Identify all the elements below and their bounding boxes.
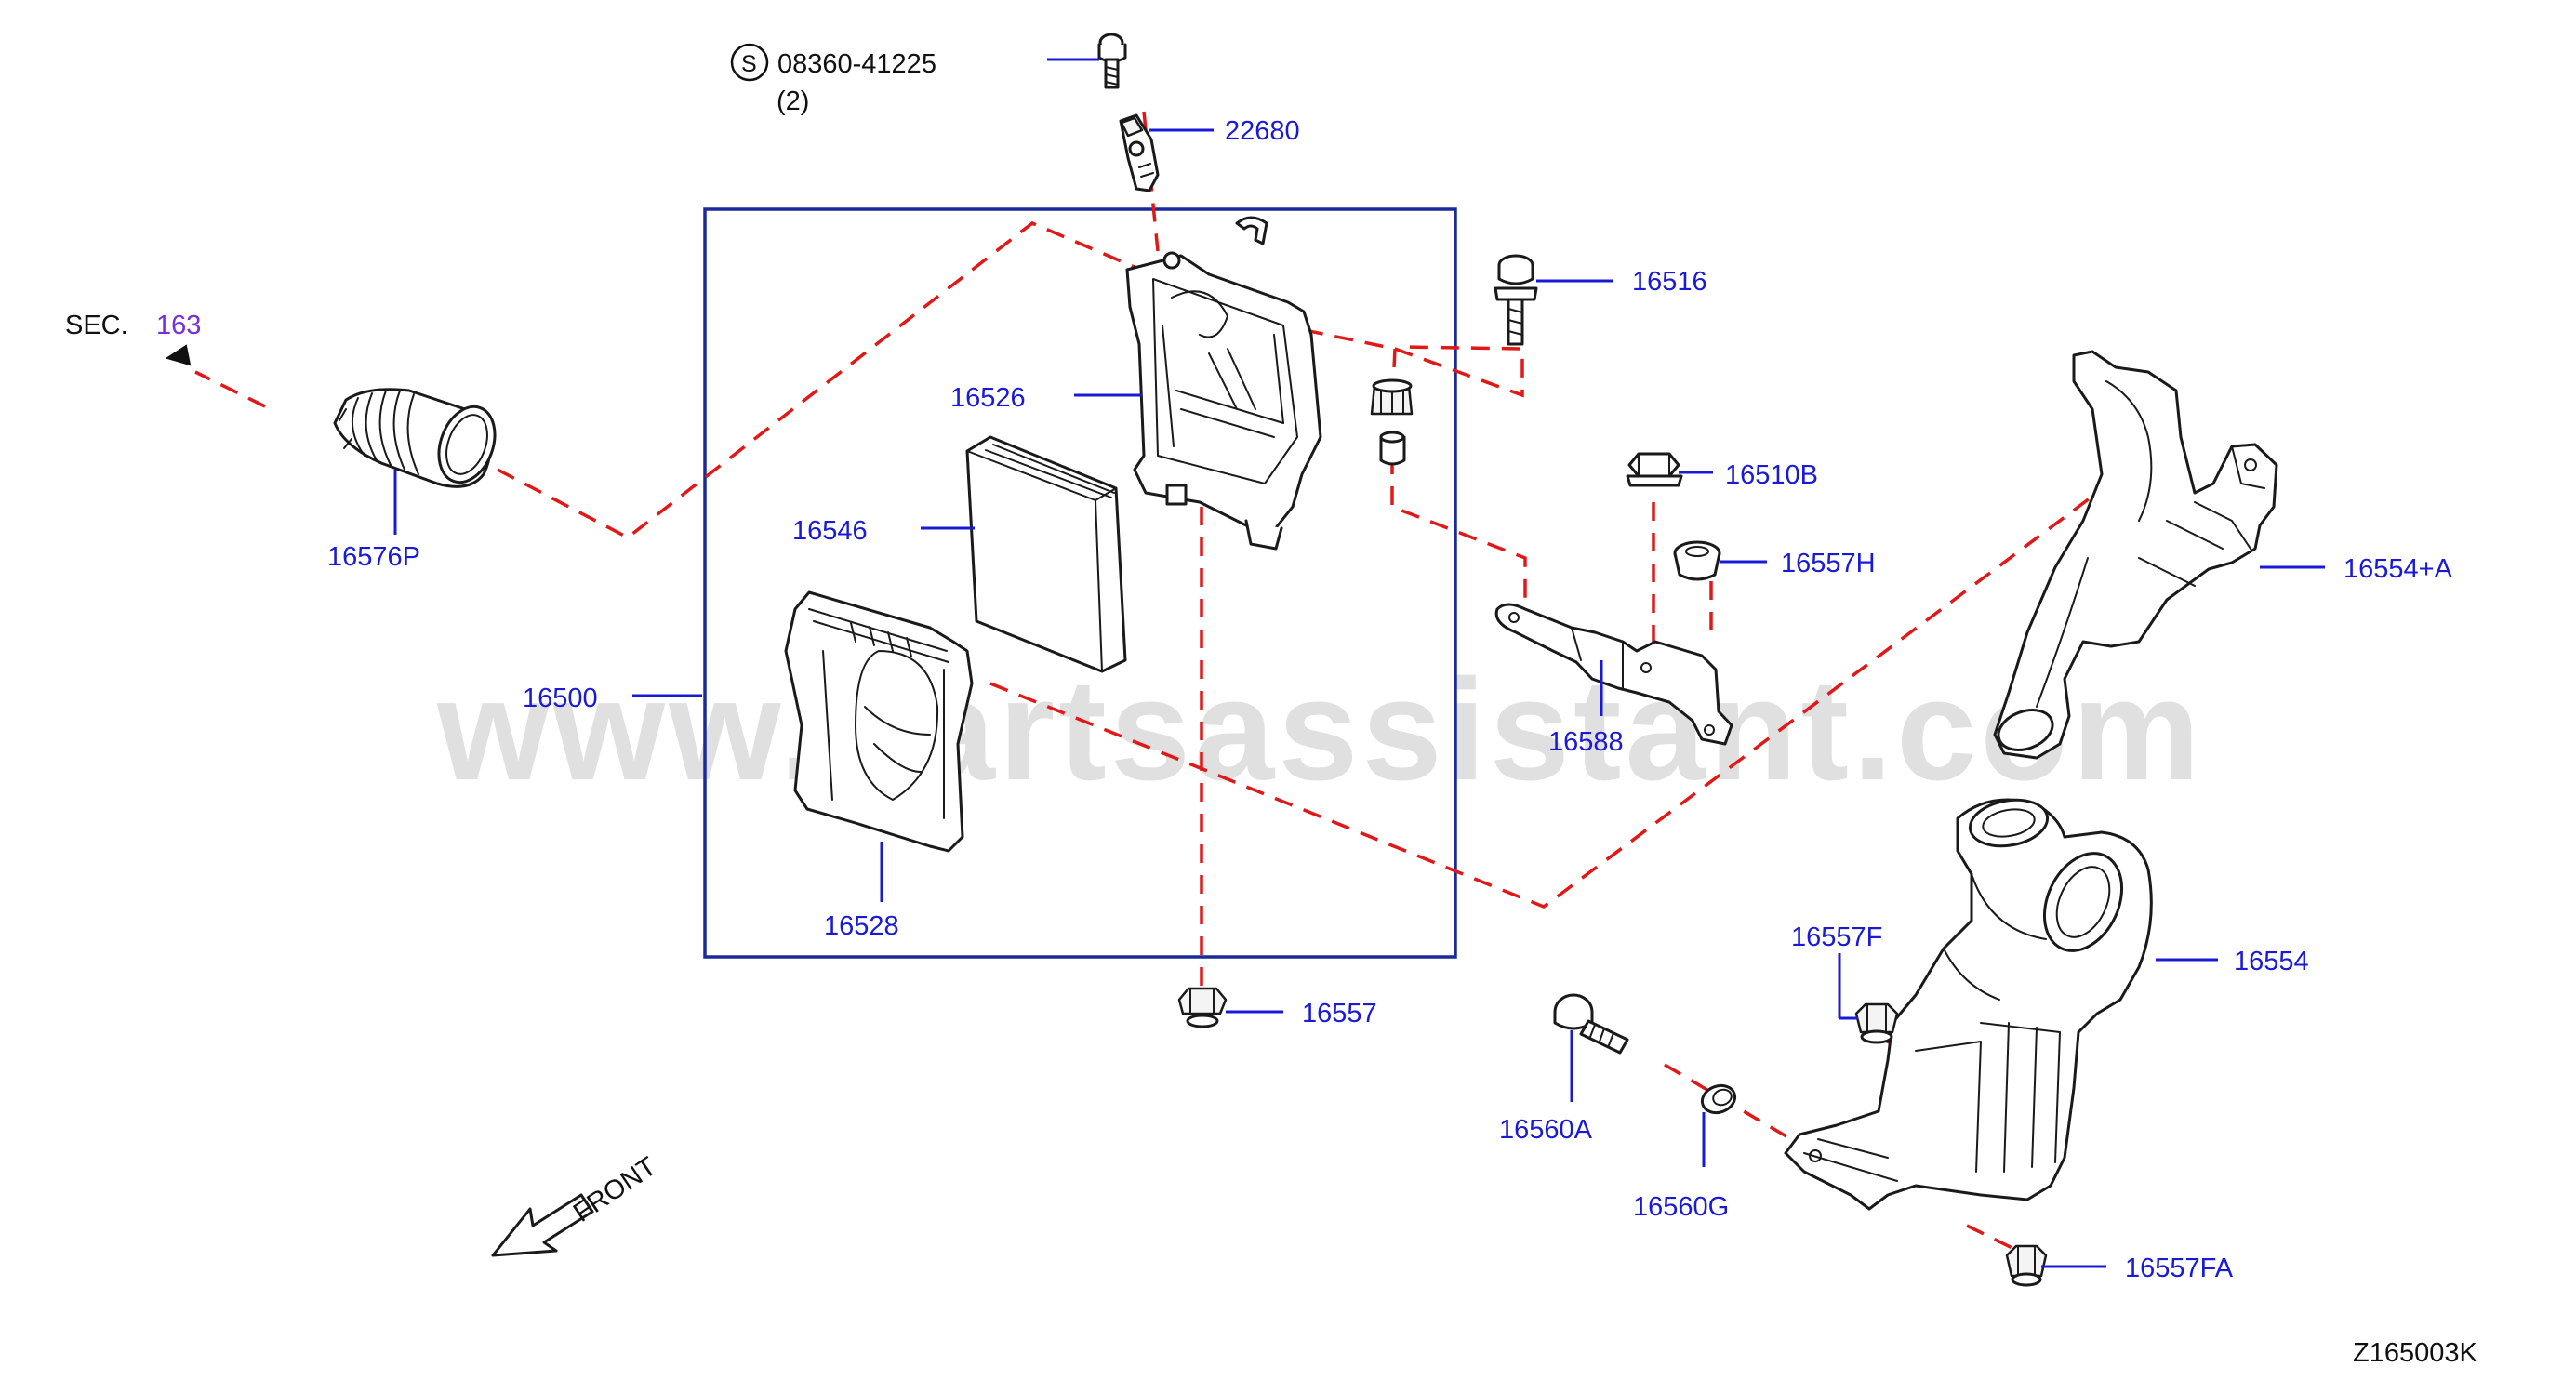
- callout-16560G[interactable]: 16560G: [1633, 1112, 1729, 1222]
- front-arrow-icon: [491, 1193, 594, 1257]
- callout-16576P-label[interactable]: 16576P: [327, 542, 420, 572]
- nut-drawing: [1626, 452, 1683, 487]
- screw-spec: S 08360-41225 (2): [730, 43, 1099, 116]
- grommet-bottom-drawing: [1177, 987, 1228, 1028]
- grommet-g-drawing: [1700, 1083, 1737, 1115]
- screw-drawing: [1097, 33, 1127, 89]
- callout-16557F-label[interactable]: 16557F: [1791, 922, 1882, 952]
- diagram-code: Z165003K: [2353, 1338, 2477, 1368]
- callout-16528[interactable]: 16528: [824, 842, 899, 941]
- mass-air-flow-sensor-drawing: [1119, 113, 1160, 192]
- standard-part-symbol: S: [741, 51, 757, 77]
- grommet-h-drawing: [1673, 540, 1721, 581]
- callout-16546-label[interactable]: 16546: [792, 516, 868, 546]
- clip-drawing: [1235, 216, 1268, 245]
- section-link[interactable]: 163: [156, 311, 201, 340]
- front-label: FRONT: [568, 1151, 662, 1228]
- callout-16554A-label[interactable]: 16554+A: [2344, 554, 2453, 584]
- lower-case-drawing: [784, 590, 974, 853]
- callout-16557[interactable]: 16557: [1226, 999, 1377, 1028]
- callout-16500-label[interactable]: 16500: [523, 683, 598, 713]
- callout-16557FA-label[interactable]: 16557FA: [2125, 1254, 2234, 1283]
- callout-16557H[interactable]: 16557H: [1720, 549, 1876, 578]
- callout-16516-label[interactable]: 16516: [1632, 267, 1707, 297]
- callout-16560A-label[interactable]: 16560A: [1499, 1115, 1593, 1145]
- callout-16526[interactable]: 16526: [950, 383, 1142, 413]
- callout-16526-label[interactable]: 16526: [950, 383, 1026, 413]
- callout-16510B[interactable]: 16510B: [1679, 460, 1818, 490]
- callout-16510B-label[interactable]: 16510B: [1725, 460, 1818, 490]
- clip-f-drawing: [1854, 1002, 1899, 1044]
- callout-16528-label[interactable]: 16528: [824, 911, 899, 941]
- section-reference[interactable]: SEC. 163: [65, 311, 201, 366]
- callout-22680-label[interactable]: 22680: [1225, 116, 1300, 146]
- upper-case-drawing: [1125, 251, 1322, 551]
- callout-16557F[interactable]: 16557F: [1791, 922, 1882, 1020]
- watermark-text: www.partsassistant.com: [436, 649, 2204, 810]
- callout-16557FA[interactable]: 16557FA: [2041, 1254, 2234, 1283]
- callout-16546[interactable]: 16546: [792, 516, 975, 546]
- callout-16576P[interactable]: 16576P: [327, 470, 420, 572]
- section-prefix: SEC.: [65, 311, 128, 340]
- screw-quantity: (2): [777, 86, 809, 116]
- bolt-a-drawing: [1553, 993, 1629, 1055]
- bracket-drawing: [1494, 603, 1733, 746]
- assembly-frame: [703, 207, 1457, 959]
- callout-16554[interactable]: 16554: [2156, 947, 2309, 976]
- standard-part-icon: [730, 43, 769, 82]
- clip-fa-drawing: [2005, 1244, 2048, 1287]
- bolt-drawing: [1494, 254, 1538, 346]
- callout-16554A[interactable]: 16554+A: [2260, 554, 2453, 584]
- callout-22680[interactable]: 22680: [1149, 116, 1300, 146]
- grommet-drawing: [1370, 378, 1414, 416]
- resonator-drawing: [1784, 798, 2153, 1211]
- air-hose-drawing: [333, 388, 497, 488]
- collar-drawing: [1379, 431, 1406, 466]
- air-filter-element-drawing: [965, 435, 1127, 673]
- callout-16557-label[interactable]: 16557: [1302, 999, 1377, 1028]
- callout-16500[interactable]: 16500: [523, 683, 702, 713]
- callout-16554-label[interactable]: 16554: [2234, 947, 2309, 976]
- air-duct-upper-drawing: [1993, 350, 2278, 760]
- section-arrow-icon: [165, 344, 192, 366]
- callout-16588-label[interactable]: 16588: [1548, 727, 1624, 757]
- screw-part-number: 08360-41225: [777, 49, 936, 79]
- callout-16516[interactable]: 16516: [1536, 267, 1707, 297]
- callout-16588[interactable]: 16588: [1548, 660, 1624, 757]
- callout-16560G-label[interactable]: 16560G: [1633, 1192, 1729, 1222]
- callout-16557H-label[interactable]: 16557H: [1781, 549, 1876, 578]
- callout-16560A[interactable]: 16560A: [1499, 1030, 1593, 1145]
